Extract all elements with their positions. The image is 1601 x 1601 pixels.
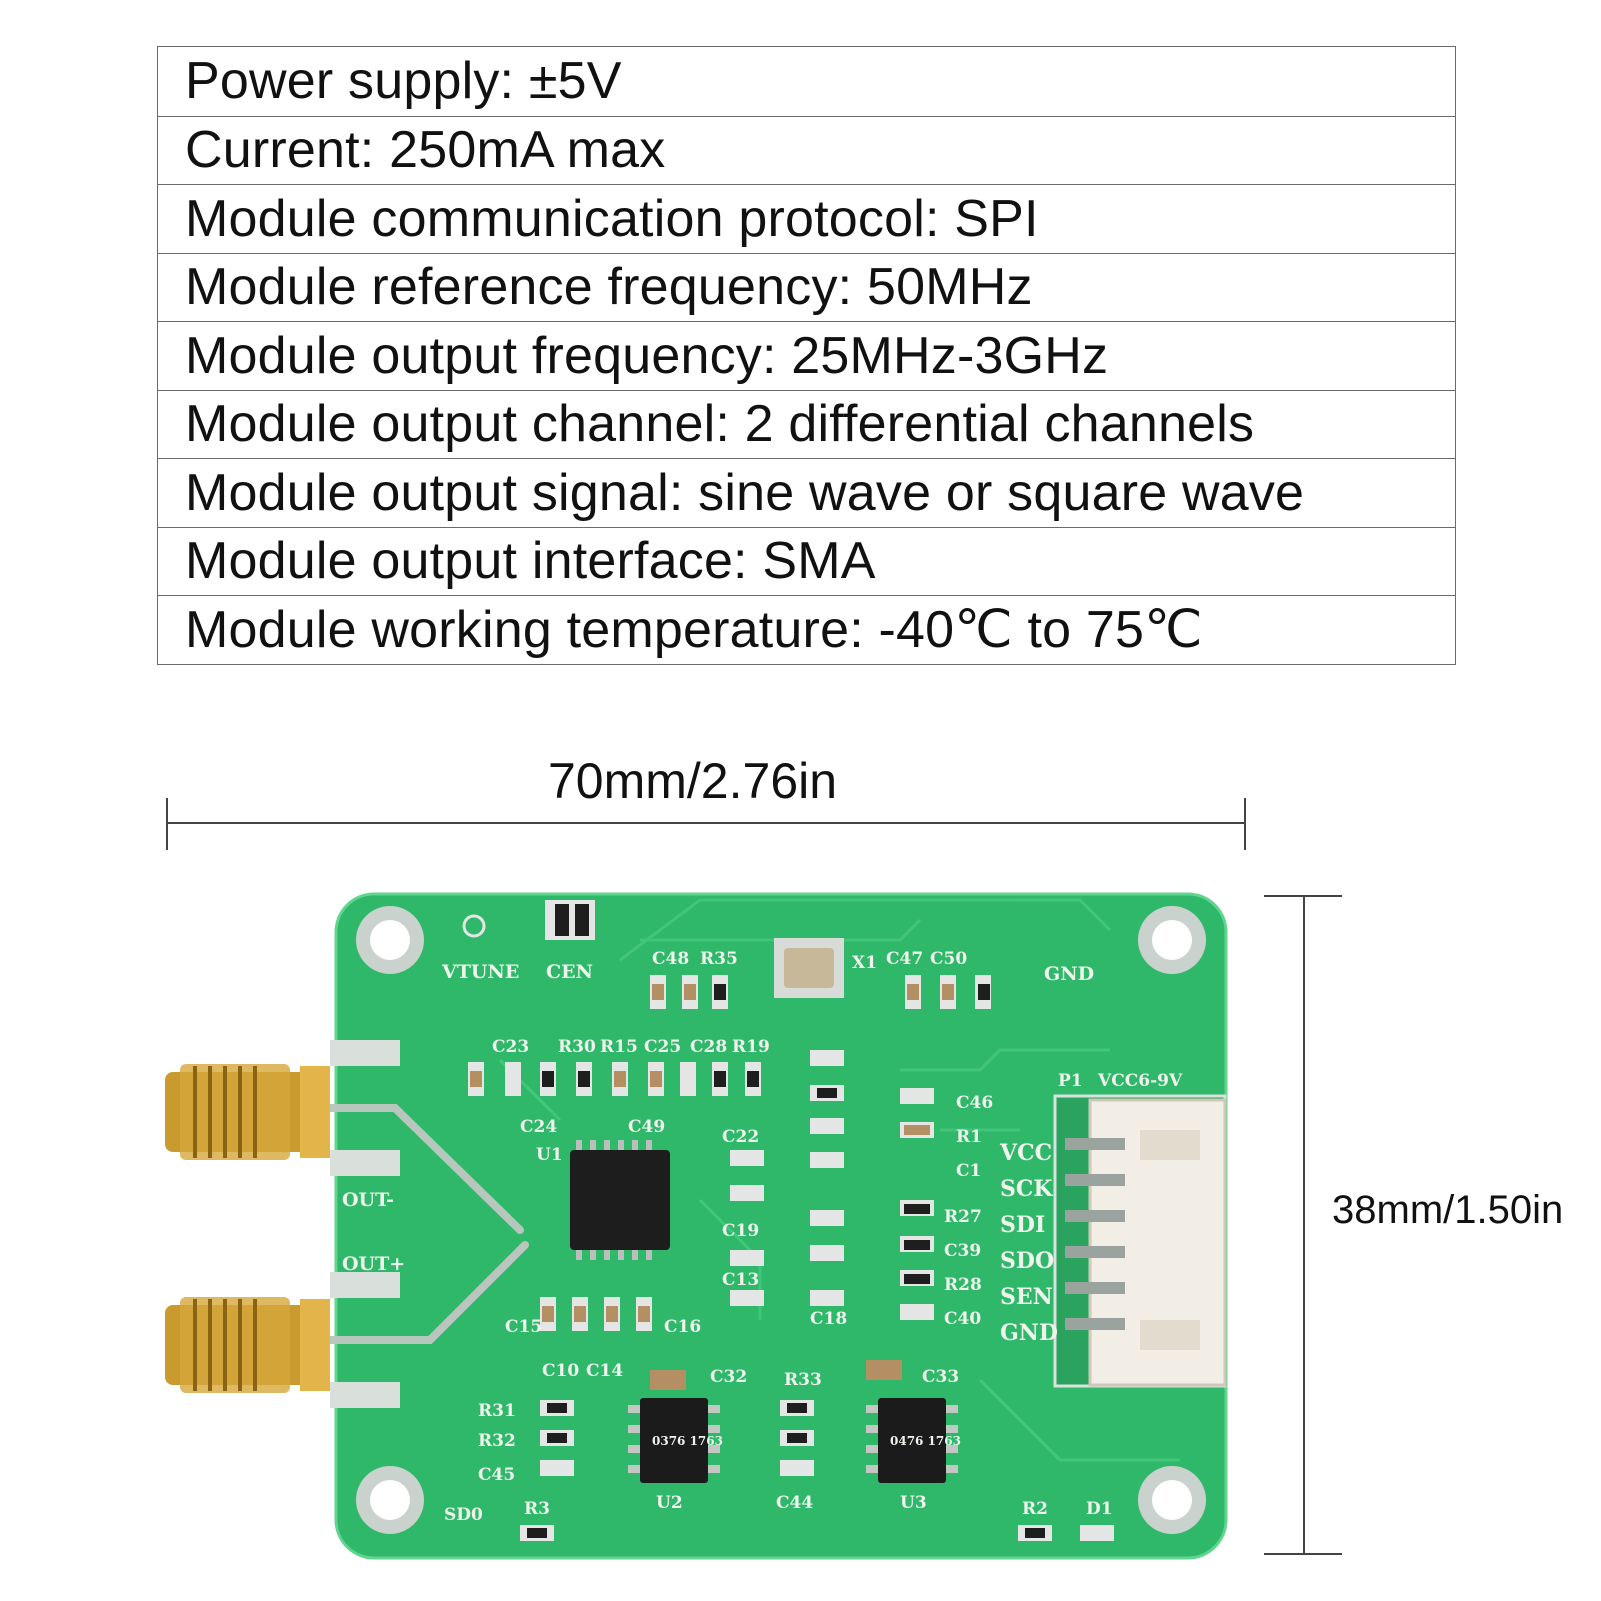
spec-row-output-signal: Module output signal: sine wave or squar… [158, 458, 1455, 527]
label-c47: C47 [886, 949, 923, 969]
chip-u3-marking: 0476 1763 [890, 1434, 961, 1448]
label-r15: R15 [600, 1037, 638, 1057]
label-out-minus: OUT- [342, 1189, 394, 1211]
label-c45: C45 [478, 1465, 515, 1485]
crystal-x1 [774, 938, 844, 998]
label-c19: C19 [722, 1221, 759, 1241]
height-dimension-tick-bottom [1264, 1553, 1342, 1555]
label-c40: C40 [944, 1309, 981, 1329]
label-r27: R27 [944, 1207, 982, 1227]
label-p1: P1 [1058, 1071, 1083, 1091]
pin-label-vcc: VCC [999, 1140, 1052, 1166]
label-r35: R35 [700, 949, 738, 969]
pin-header-p1 [1053, 1094, 1227, 1388]
label-u1: U1 [536, 1145, 563, 1165]
label-d1: D1 [1086, 1499, 1113, 1519]
label-c25: C25 [644, 1037, 681, 1057]
label-u3: U3 [900, 1493, 927, 1513]
sma-connector-out-plus [165, 1272, 400, 1408]
spec-row-protocol: Module communication protocol: SPI [158, 184, 1455, 253]
height-dimension-tick-top [1264, 895, 1342, 897]
height-dimension-label: 38mm/1.50in [1332, 1188, 1564, 1232]
label-c39: C39 [944, 1241, 981, 1261]
chip-u2-marking: 0376 1763 [652, 1434, 723, 1448]
smd-components [462, 900, 1114, 1541]
ic-u1 [570, 1140, 670, 1260]
pcb-board [336, 894, 1226, 1558]
label-c50: C50 [930, 949, 967, 969]
spec-row-temperature: Module working temperature: -40℃ to 75℃ [158, 595, 1455, 664]
label-c10: C10 [542, 1361, 579, 1381]
pin-label-sdi: SDI [1000, 1212, 1045, 1238]
pin-label-sdo: SDO [1000, 1248, 1054, 1274]
width-dimension-tick-right [1244, 798, 1246, 850]
label-r30: R30 [558, 1037, 596, 1057]
label-c24: C24 [520, 1117, 557, 1137]
spec-row-output-channel: Module output channel: 2 differential ch… [158, 389, 1455, 459]
sma-connector-out-minus [165, 1040, 400, 1176]
label-r28: R28 [944, 1275, 982, 1295]
ic-u3 [866, 1398, 958, 1483]
mounting-hole-icon [356, 906, 1206, 1534]
spec-row-power: Power supply: ±5V [185, 52, 622, 111]
label-vtune: VTUNE [441, 961, 519, 983]
label-x1: X1 [852, 953, 877, 973]
label-c32: C32 [710, 1367, 747, 1387]
spec-row-output-frequency: Module output frequency: 25MHz-3GHz [158, 321, 1455, 390]
spec-row-output-interface: Module output interface: SMA [158, 526, 1455, 596]
width-dimension-line [166, 822, 1246, 824]
ic-u2 [628, 1398, 720, 1483]
label-r3: R3 [524, 1499, 550, 1519]
pin-label-gnd: GND [1000, 1320, 1058, 1346]
label-c23: C23 [492, 1037, 529, 1057]
label-u2: U2 [656, 1493, 683, 1513]
label-r32: R32 [478, 1431, 516, 1451]
label-c22: C22 [722, 1127, 759, 1147]
label-c49: C49 [628, 1117, 665, 1137]
label-r31: R31 [478, 1401, 516, 1421]
label-r2: R2 [1022, 1499, 1048, 1519]
label-c14: C14 [586, 1361, 623, 1381]
pin-label-sen: SEN [1000, 1284, 1053, 1310]
label-c28: C28 [690, 1037, 727, 1057]
label-sd0: SD0 [444, 1505, 483, 1525]
label-out-plus: OUT+ [342, 1253, 405, 1275]
silkscreen-labels: VTUNE CEN GND X1 C48 R35 C47 C50 C23 R30… [342, 949, 1183, 1525]
label-c18: C18 [810, 1309, 847, 1329]
width-dimension-label: 70mm/2.76in [548, 753, 838, 809]
label-gnd-top: GND [1044, 963, 1094, 985]
label-c33: C33 [922, 1367, 959, 1387]
label-c48: C48 [652, 949, 689, 969]
spec-row-reference-frequency: Module reference frequency: 50MHz [158, 252, 1455, 322]
label-r19: R19 [732, 1037, 770, 1057]
spec-table: Power supply: ±5V Current: 250mA max Mod… [157, 46, 1456, 665]
label-c44: C44 [776, 1493, 813, 1513]
label-c46: C46 [956, 1093, 993, 1113]
label-r33: R33 [784, 1370, 822, 1390]
width-dimension-tick-left [166, 798, 168, 850]
label-c16: C16 [664, 1317, 701, 1337]
label-c15: C15 [505, 1317, 542, 1337]
label-cen: CEN [546, 961, 593, 983]
height-dimension-line [1303, 895, 1305, 1555]
spec-row-current: Current: 250mA max [158, 115, 1455, 185]
label-vcc-range: VCC6-9V [1097, 1071, 1183, 1091]
label-r1: R1 [956, 1127, 982, 1147]
pin-label-sck: SCK [1000, 1176, 1053, 1202]
label-c13: C13 [722, 1270, 759, 1290]
label-c1: C1 [956, 1161, 981, 1181]
